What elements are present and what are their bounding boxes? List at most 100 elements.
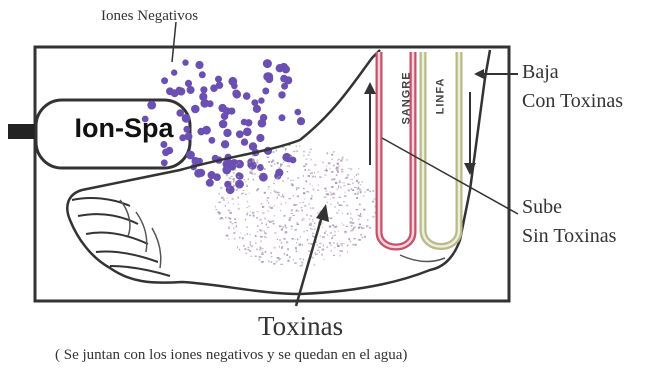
toxin-speck bbox=[301, 219, 303, 221]
toxin-speck bbox=[319, 243, 322, 245]
toxin-speck bbox=[270, 192, 271, 194]
toxin-speck bbox=[228, 210, 230, 212]
toxin-speck bbox=[331, 171, 333, 173]
toxin-speck bbox=[363, 209, 365, 211]
toxin-speck bbox=[356, 180, 358, 182]
toxin-speck bbox=[223, 218, 225, 219]
toxin-speck bbox=[281, 242, 283, 244]
negative-ion-dot bbox=[231, 83, 238, 90]
toxin-speck bbox=[284, 215, 286, 217]
toxin-speck bbox=[234, 238, 236, 240]
toxin-speck bbox=[341, 158, 343, 160]
toxin-speck bbox=[311, 172, 313, 174]
toxin-speck bbox=[247, 207, 248, 208]
toxin-speck bbox=[273, 183, 275, 184]
toxin-speck bbox=[357, 191, 360, 192]
toxin-speck bbox=[251, 245, 254, 247]
toxin-speck bbox=[343, 185, 345, 186]
negative-ion-dot bbox=[147, 101, 156, 110]
toxin-speck bbox=[290, 156, 292, 158]
toxin-speck bbox=[359, 216, 362, 217]
toxin-speck bbox=[281, 247, 283, 249]
toxin-speck bbox=[291, 226, 293, 228]
toxin-speck bbox=[334, 206, 336, 207]
toxin-speck bbox=[331, 193, 333, 194]
down-label-line2: Con Toxinas bbox=[522, 87, 623, 116]
toxin-speck bbox=[328, 162, 331, 164]
toxin-speck bbox=[280, 264, 282, 265]
toxin-speck bbox=[330, 245, 332, 246]
toxin-speck bbox=[329, 226, 331, 228]
negative-ion-dot bbox=[235, 160, 244, 169]
toxin-speck bbox=[312, 195, 313, 197]
toxin-speck bbox=[323, 245, 324, 247]
toxin-speck bbox=[287, 260, 289, 262]
toe-creases bbox=[120, 200, 161, 268]
up-label-line2: Sin Toxinas bbox=[522, 222, 616, 251]
negative-ion-dot bbox=[258, 119, 267, 128]
toxin-speck bbox=[339, 197, 341, 198]
toxin-speck bbox=[338, 202, 339, 204]
toxin-speck bbox=[310, 228, 311, 229]
toxin-speck bbox=[324, 232, 325, 234]
negative-ion-dot bbox=[199, 71, 206, 78]
toxin-speck bbox=[252, 160, 255, 162]
toxin-speck bbox=[358, 227, 360, 228]
toxin-speck bbox=[286, 171, 288, 172]
toxin-speck bbox=[298, 187, 300, 189]
toxin-speck bbox=[338, 185, 339, 187]
toxin-speck bbox=[313, 257, 314, 258]
toxin-speck bbox=[260, 240, 261, 241]
toxin-speck bbox=[354, 193, 356, 195]
toxin-speck bbox=[331, 250, 332, 251]
toxin-speck bbox=[356, 174, 357, 176]
toxin-speck bbox=[281, 196, 282, 197]
toxin-speck bbox=[255, 154, 257, 156]
toxin-speck bbox=[347, 183, 349, 185]
toxin-speck bbox=[338, 231, 339, 233]
toxin-speck bbox=[240, 233, 241, 234]
toxin-speck bbox=[340, 243, 343, 244]
toxin-speck bbox=[296, 187, 297, 189]
toxin-speck bbox=[266, 224, 267, 226]
toxin-speck bbox=[342, 222, 343, 223]
toxin-speck bbox=[340, 187, 341, 189]
toxin-speck bbox=[278, 176, 280, 177]
toxin-speck bbox=[299, 202, 300, 203]
toxin-speck bbox=[333, 151, 335, 152]
toxin-speck bbox=[344, 195, 346, 197]
toxin-speck bbox=[318, 171, 319, 173]
toxin-speck bbox=[364, 236, 366, 238]
negative-ion-dot bbox=[186, 151, 195, 160]
toxin-speck bbox=[354, 176, 355, 178]
toxin-speck bbox=[337, 163, 339, 165]
toxin-speck bbox=[297, 224, 299, 225]
toxin-speck bbox=[312, 185, 313, 186]
toxin-speck bbox=[260, 230, 262, 232]
toxin-speck bbox=[337, 171, 339, 173]
toxin-speck bbox=[286, 241, 287, 242]
toxin-speck bbox=[367, 219, 368, 221]
toxin-speck bbox=[279, 167, 281, 169]
toxin-speck bbox=[293, 259, 295, 261]
toxin-speck bbox=[278, 194, 280, 196]
toxin-speck bbox=[233, 227, 234, 229]
toxin-speck bbox=[233, 181, 234, 183]
negative-ion-dot bbox=[195, 61, 203, 69]
toxin-speck bbox=[260, 236, 263, 238]
toxin-speck bbox=[281, 229, 283, 230]
toxin-speck bbox=[238, 176, 240, 177]
toxin-speck bbox=[337, 243, 339, 245]
toxin-speck bbox=[229, 226, 231, 227]
toxin-speck bbox=[277, 239, 278, 240]
toxin-speck bbox=[292, 238, 294, 240]
toxin-speck bbox=[334, 178, 336, 180]
toxin-speck bbox=[310, 183, 311, 185]
toxin-speck bbox=[322, 162, 324, 163]
toxin-speck bbox=[303, 188, 305, 189]
toxin-speck bbox=[226, 198, 227, 199]
toxin-speck bbox=[284, 225, 286, 227]
toxin-speck bbox=[284, 238, 286, 240]
negative-ion-dot bbox=[245, 119, 252, 126]
toxin-speck bbox=[274, 215, 275, 216]
